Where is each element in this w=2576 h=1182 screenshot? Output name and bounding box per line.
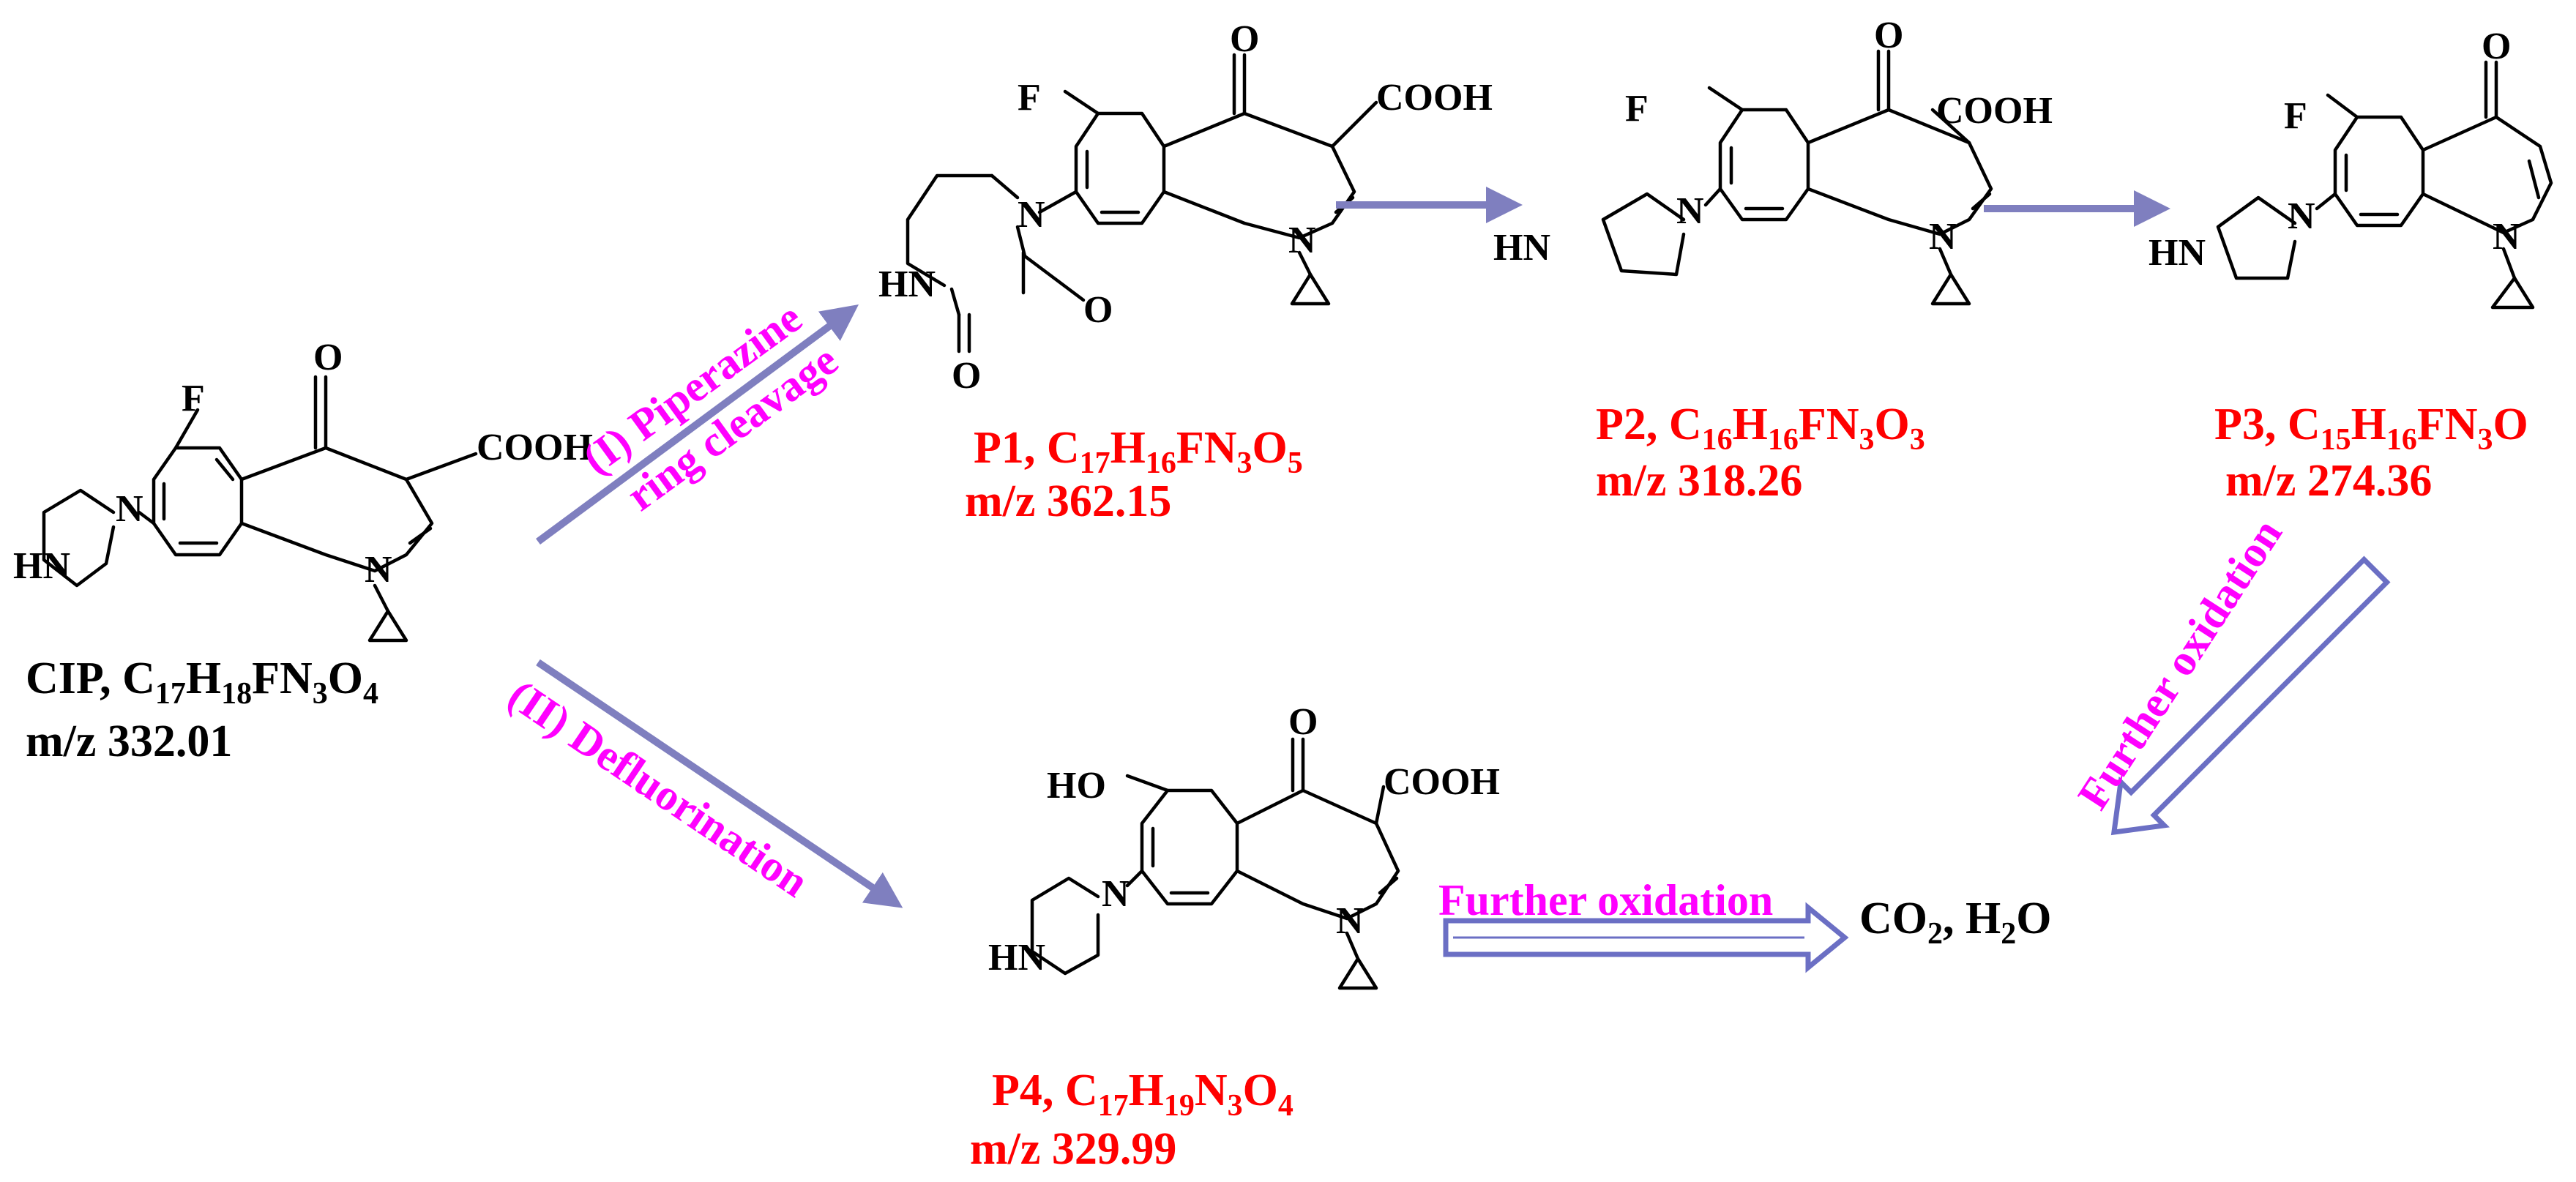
p1-hn-group: HN [878, 263, 936, 305]
p4-ho-group: HO [1047, 765, 1106, 807]
p4-o-atom: O [1288, 701, 1318, 743]
p1-cooh-group: COOH [1376, 77, 1493, 119]
p1-n-amine-atom: N [1018, 194, 1045, 236]
p4-oxidation-label: Further oxidation [1438, 876, 1773, 924]
p3-f-atom: F [2284, 95, 2307, 137]
cip-cooh-group: COOH [477, 427, 593, 468]
p2-mz: m/z 318.26 [1596, 456, 1802, 506]
p1-formyl-o-atom: O [952, 355, 981, 397]
p4-n1-atom: N [1336, 900, 1364, 942]
p2-f-atom: F [1625, 88, 1649, 130]
p1-structure [906, 53, 1378, 354]
p2-label: P2, C16H16FN3O3 [1596, 400, 1925, 457]
p1-o-atom: O [1230, 18, 1259, 60]
p1-label: P1, C17H16FN3O5 [974, 423, 1303, 480]
p2-n-ring-atom: N [1676, 190, 1704, 232]
pathway2-arrow [536, 659, 903, 908]
p3-hn-group: HN [2148, 232, 2206, 274]
p2-structure [1601, 49, 1993, 306]
cip-o-atom: O [313, 337, 343, 378]
cip-atoms: F O COOH N N HN [13, 337, 593, 591]
p1-mz: m/z 362.15 [965, 476, 1171, 526]
p2-o-atom: O [1874, 15, 1903, 56]
p4-structure [1030, 737, 1400, 990]
p4-label: P4, C17H19N3O4 [992, 1066, 1293, 1123]
cip-hn-group: HN [13, 545, 70, 587]
p2-atoms: F O COOH N N HN [1493, 15, 2053, 269]
cip-mz: m/z 332.01 [26, 717, 232, 766]
p3-structure [2216, 60, 2553, 310]
cip-structure [42, 375, 478, 643]
p3-o-atom: O [2482, 26, 2511, 67]
p3-mz: m/z 274.36 [2225, 456, 2432, 506]
final-products: CO2, H2O [1859, 894, 2051, 951]
p1-atoms: F O COOH N N HN O O [878, 18, 1493, 397]
p4-n-piperazine-atom: N [1102, 873, 1130, 915]
p3-label: P3, C15H16FN3O [2214, 400, 2528, 457]
p3-atoms: F O N N HN [2148, 26, 2520, 274]
cip-n-piperazine-atom: N [116, 488, 143, 530]
pathway2-label: (II) Defluorination [500, 670, 817, 906]
cip-label: CIP, C17H18FN3O4 [26, 654, 378, 711]
p1-n1-atom: N [1288, 220, 1316, 261]
p4-atoms: HO O COOH N N HN [988, 701, 1500, 979]
p1-aldehyde-o-atom: O [1083, 289, 1113, 331]
p3-oxidation-arrow [2110, 556, 2391, 836]
p4-cooh-group: COOH [1384, 761, 1500, 803]
p1-f-atom: F [1018, 77, 1041, 119]
cip-n1-atom: N [365, 549, 392, 591]
p4-hn-group: HN [988, 937, 1045, 979]
p2-n1-atom: N [1929, 216, 1957, 258]
p2-cooh-group: COOH [1936, 90, 2053, 132]
pathway1-arrow [536, 304, 859, 545]
p4-mz: m/z 329.99 [970, 1124, 1176, 1174]
p3-n-ring-atom: N [2288, 195, 2315, 237]
p4-oxidation-arrow [1443, 902, 1849, 973]
p3-n1-atom: N [2493, 216, 2520, 258]
cip-f-atom: F [182, 378, 205, 419]
p2-hn-group: HN [1493, 227, 1550, 269]
